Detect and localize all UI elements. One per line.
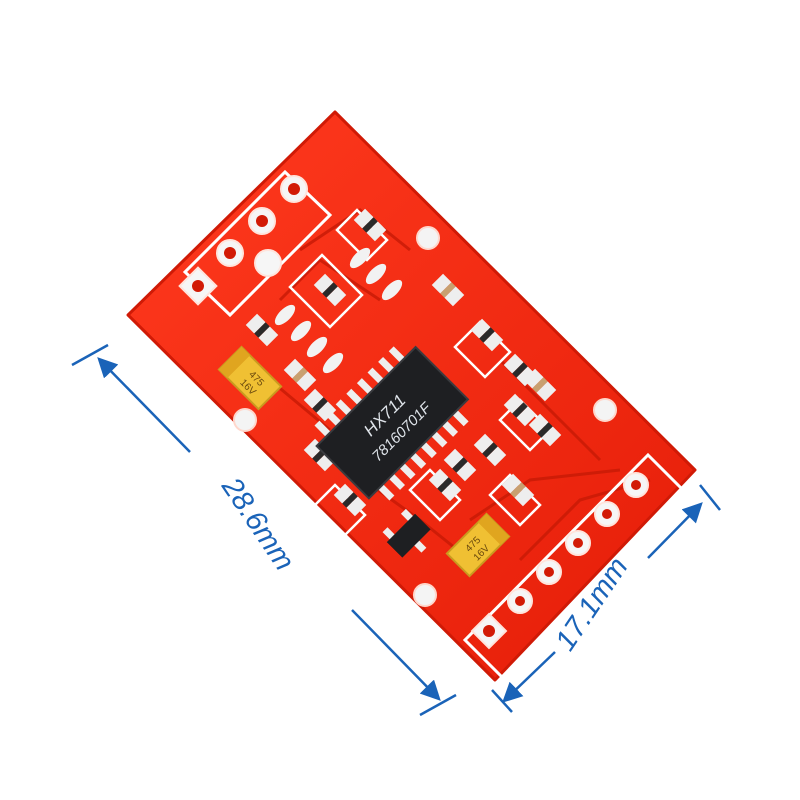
right-pin-header [462,452,691,683]
length-dimension-line [71,343,457,717]
test-pad [254,249,282,277]
transistor [382,508,431,558]
hx711-chip: HX711 78160701F [314,345,470,501]
smd-components [245,208,562,517]
mounting-holes [233,226,617,607]
tantalum-capacitor-2: 475 16V [445,512,511,578]
tantalum-capacitor-1: 475 16V [217,345,283,411]
width-dimension-line [491,484,721,713]
left-pin-header [178,169,333,318]
solder-pads [274,247,403,374]
